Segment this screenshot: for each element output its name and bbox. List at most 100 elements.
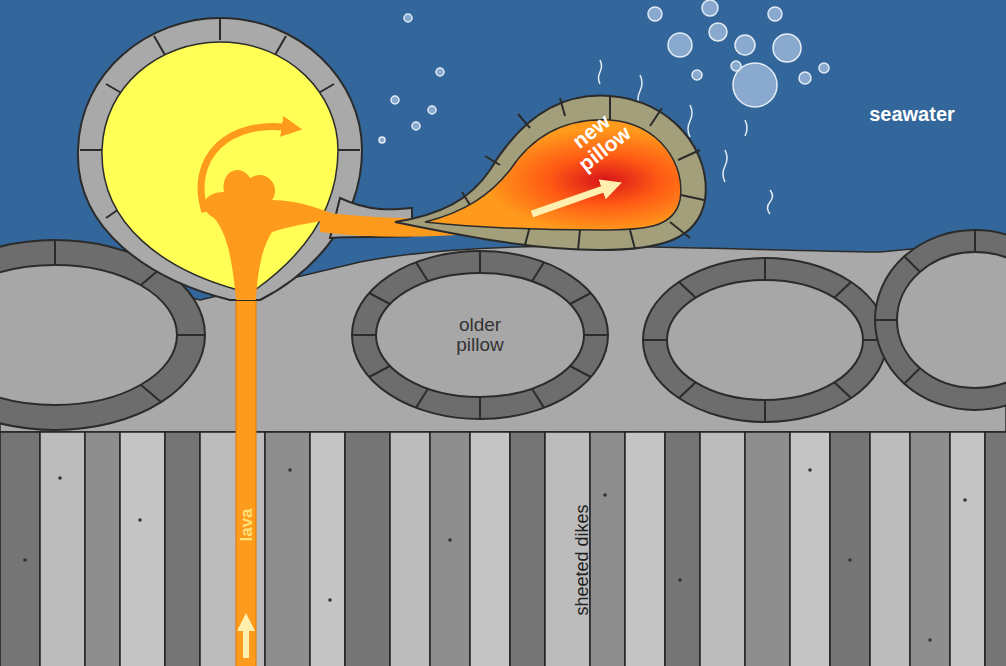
crack-line <box>54 240 56 265</box>
dot <box>288 468 292 472</box>
crack-line <box>570 293 591 304</box>
right-pillow <box>875 230 1006 410</box>
dike <box>700 432 745 666</box>
crack-line <box>570 366 591 377</box>
dot <box>603 493 607 497</box>
crack-line <box>352 334 376 336</box>
pillow-rim <box>352 251 608 419</box>
crack-line <box>416 262 428 281</box>
dot <box>678 578 682 582</box>
crack-line <box>485 156 500 165</box>
wave-line <box>768 190 773 214</box>
wave-line <box>745 120 747 136</box>
bubble <box>773 34 801 62</box>
crack-line <box>630 230 635 249</box>
dike <box>830 432 870 666</box>
dike <box>310 432 345 666</box>
crack-line <box>416 389 428 408</box>
pillow-core <box>376 273 584 397</box>
lava-blob <box>204 170 345 300</box>
crack-line <box>275 36 286 55</box>
bubble <box>428 106 436 114</box>
crack-line <box>369 293 390 304</box>
crack-line <box>875 319 897 321</box>
dike <box>470 432 510 666</box>
bubble <box>731 61 741 71</box>
wave-line <box>688 105 692 137</box>
crack-line <box>904 368 920 384</box>
crack-line <box>154 36 165 55</box>
bubble <box>436 68 444 76</box>
crack-line <box>670 222 690 238</box>
dike <box>0 432 40 666</box>
bubble <box>768 7 782 21</box>
crack-line <box>834 382 851 398</box>
crack-line <box>679 282 696 298</box>
pillow-shape <box>352 251 608 419</box>
bubble <box>412 122 420 130</box>
dot <box>448 538 452 542</box>
pillow-outline <box>390 88 715 256</box>
dike <box>665 432 700 666</box>
dot <box>58 476 62 480</box>
flow-arrow <box>243 622 249 658</box>
crack-line <box>764 400 766 422</box>
bubble <box>379 137 385 143</box>
dike-dots <box>23 468 967 642</box>
dike <box>265 432 310 666</box>
dot <box>23 558 27 562</box>
wave-line <box>599 60 602 84</box>
dike <box>870 432 910 666</box>
dike <box>625 432 665 666</box>
bubble <box>799 72 811 84</box>
pillow-crust <box>395 96 706 250</box>
dike <box>165 432 200 666</box>
dike <box>390 432 430 666</box>
crack-line <box>904 256 920 272</box>
bubble <box>404 14 412 22</box>
pillow-core <box>667 280 863 400</box>
dike <box>40 432 85 666</box>
layer-label: sheeted dikes <box>573 504 592 615</box>
crack-line <box>681 195 704 200</box>
dike <box>430 432 470 666</box>
dot <box>928 638 932 642</box>
bubble <box>819 63 829 73</box>
bubble <box>648 7 662 21</box>
molten-pillow <box>102 42 338 290</box>
crack-line <box>834 282 851 298</box>
sheeted-dikes <box>0 432 1006 666</box>
crack-line <box>518 114 530 128</box>
pillow-shell <box>78 18 362 300</box>
crack-line <box>369 366 390 377</box>
bubble <box>709 23 727 41</box>
dike <box>590 432 625 666</box>
pillow-rim <box>643 258 887 422</box>
water-label: seawater <box>869 104 955 125</box>
flow-arrow <box>532 186 612 214</box>
dike <box>345 432 390 666</box>
bubble <box>391 96 399 104</box>
dike <box>510 432 545 666</box>
crack-line <box>532 389 544 408</box>
crack-line <box>177 334 205 336</box>
crack-line <box>219 18 221 40</box>
dot <box>328 598 332 602</box>
crack-line <box>578 230 580 250</box>
pillow-node: new pillow <box>390 88 715 256</box>
crack-line <box>679 382 696 398</box>
dot <box>963 498 967 502</box>
crack-line <box>141 385 161 402</box>
pillow-rim <box>875 230 1006 410</box>
dot <box>808 468 812 472</box>
crack-line <box>650 108 662 126</box>
pillow-label: older pillow <box>442 315 518 355</box>
pillow-core <box>0 265 177 405</box>
wave-line <box>723 150 727 182</box>
dike <box>985 432 1006 666</box>
crack-line <box>584 334 608 336</box>
bubble <box>702 0 718 16</box>
crack-line <box>764 258 766 280</box>
lava-conduit <box>236 280 256 666</box>
